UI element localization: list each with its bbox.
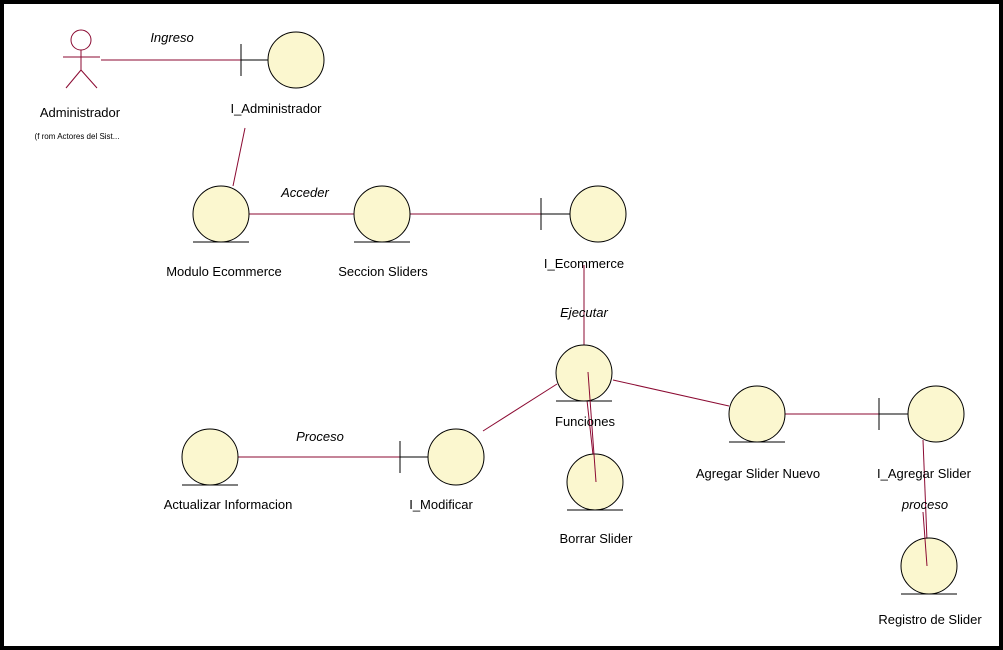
link-label-ejecutar: Ejecutar xyxy=(560,305,608,320)
label-i-administrador: I_Administrador xyxy=(230,101,322,116)
boundary-circle xyxy=(569,185,627,243)
link-funciones-modificar[interactable] xyxy=(482,383,558,432)
entity-borrar-slider[interactable] xyxy=(566,453,624,511)
entity-circle xyxy=(192,185,250,243)
actor-left-leg xyxy=(65,69,82,89)
overlay-registro xyxy=(922,511,928,567)
label-i-modificar: I_Modificar xyxy=(409,497,473,512)
entity-circle xyxy=(900,537,958,595)
boundary-circle xyxy=(907,385,965,443)
label-actualizar-informacion: Actualizar Informacion xyxy=(164,497,293,512)
actor-from-label: (f rom Actores del Sist... xyxy=(35,132,120,141)
overlay-borrar xyxy=(587,371,597,483)
entity-circle xyxy=(353,185,411,243)
actor-right-leg xyxy=(80,69,98,89)
entity-circle xyxy=(555,344,613,402)
boundary-i-agregar-slider[interactable] xyxy=(878,385,965,443)
label-agregar-slider-nuevo: Agregar Slider Nuevo xyxy=(696,466,820,481)
label-seccion-sliders: Seccion Sliders xyxy=(338,264,428,279)
label-modulo-ecommerce: Modulo Ecommerce xyxy=(166,264,282,279)
actor-administrador[interactable] xyxy=(63,29,100,89)
entity-modulo-ecommerce[interactable] xyxy=(192,185,250,243)
entity-seccion-sliders[interactable] xyxy=(353,185,411,243)
boundary-circle xyxy=(267,31,325,89)
link-label-acceder: Acceder xyxy=(280,185,329,200)
link-admin-modulo[interactable] xyxy=(232,127,246,187)
entity-circle xyxy=(728,385,786,443)
boundary-i-ecommerce[interactable] xyxy=(540,185,627,243)
link-label-proceso-lower: proceso xyxy=(901,497,948,512)
label-i-ecommerce: I_Ecommerce xyxy=(544,256,624,271)
label-registro-de-slider: Registro de Slider xyxy=(878,612,982,627)
boundary-i-modificar[interactable] xyxy=(399,428,485,486)
actor-name-label: Administrador xyxy=(40,105,121,120)
link-label-ingreso: Ingreso xyxy=(150,30,193,45)
boundary-circle xyxy=(427,428,485,486)
link-funciones-agregar[interactable] xyxy=(612,379,730,407)
entity-registro-de-slider[interactable] xyxy=(900,537,958,595)
overlay-lines xyxy=(587,371,928,567)
boundary-i-administrador[interactable] xyxy=(240,31,325,89)
link-label-proceso: Proceso xyxy=(296,429,344,444)
entity-actualizar-informacion[interactable] xyxy=(181,428,239,486)
label-borrar-slider: Borrar Slider xyxy=(560,531,634,546)
entity-agregar-slider-nuevo[interactable] xyxy=(728,385,786,443)
label-i-agregar-slider: I_Agregar Slider xyxy=(877,466,972,481)
entity-funciones[interactable] xyxy=(555,344,613,402)
entity-circle xyxy=(181,428,239,486)
label-funciones: Funciones xyxy=(555,414,615,429)
